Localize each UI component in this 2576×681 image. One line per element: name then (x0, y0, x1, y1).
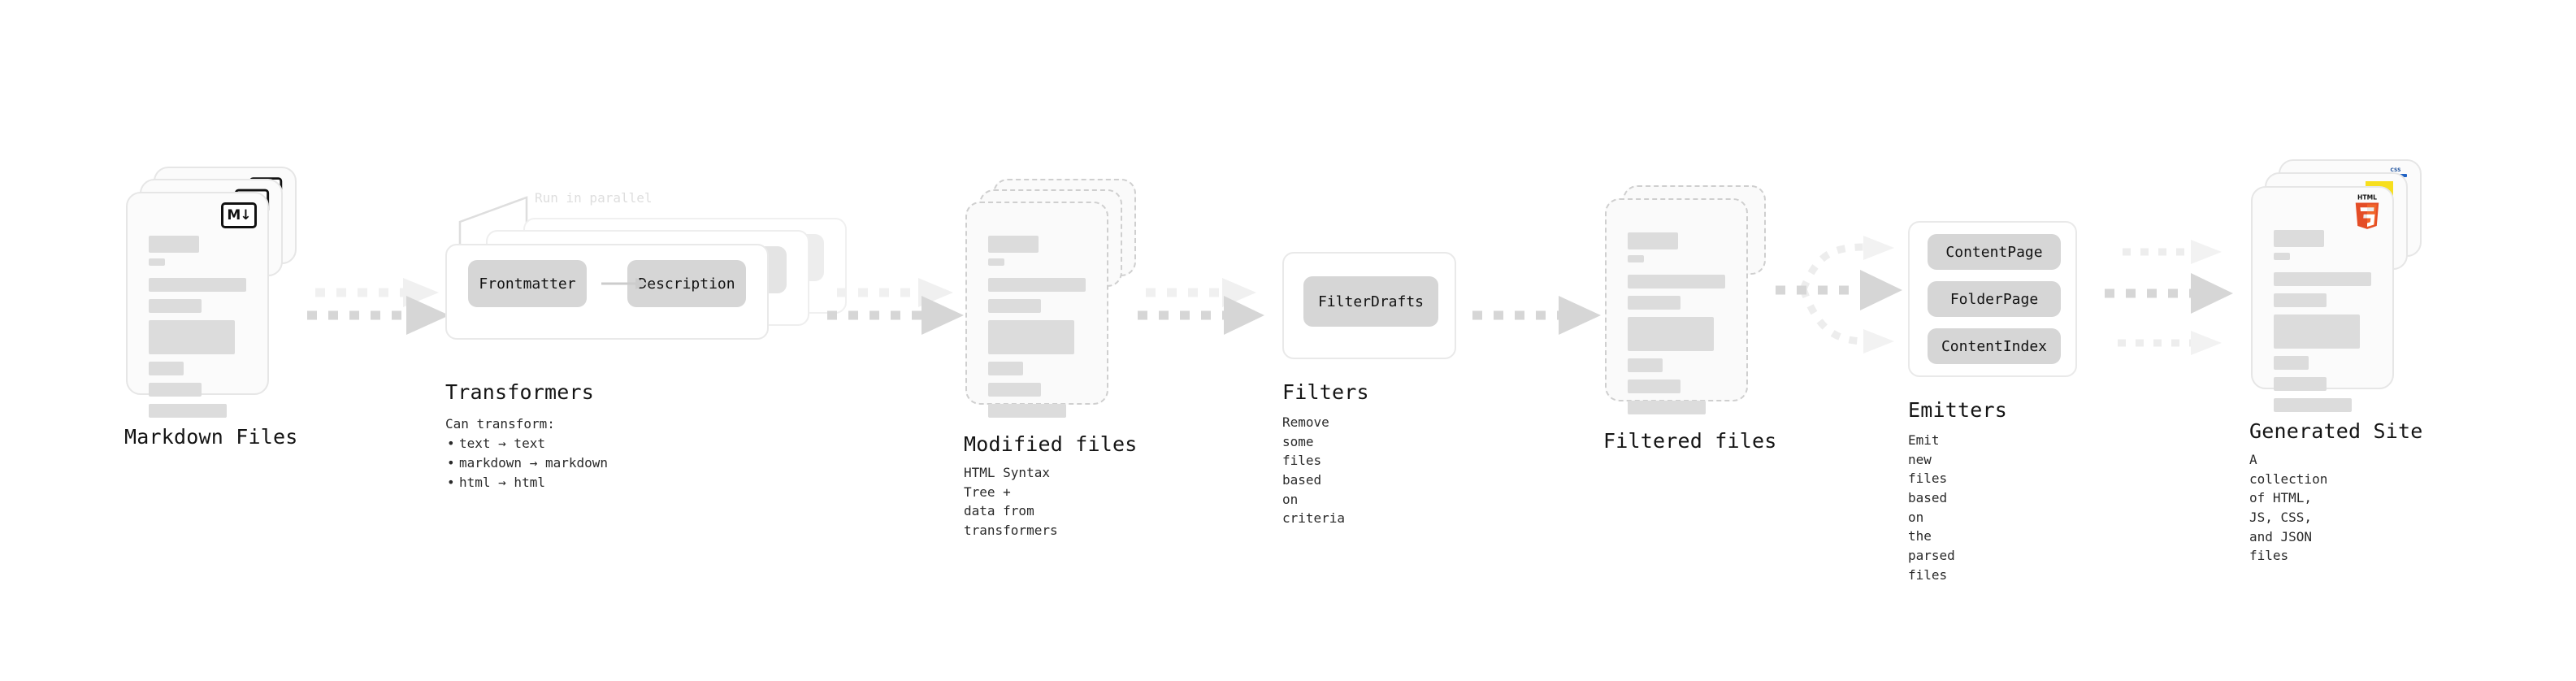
filter-node-filterdrafts[interactable]: FilterDrafts (1303, 276, 1438, 327)
svg-text:HTML: HTML (2357, 194, 2377, 202)
content-line (2274, 356, 2309, 370)
connector-md-to-transformers (307, 278, 449, 335)
stage-title-modified-files: Modified files (964, 432, 1138, 456)
content-line (2274, 253, 2291, 260)
content-line (1628, 255, 1645, 262)
transformer-panel-front: Frontmatter Description (445, 244, 769, 340)
content-line (1628, 317, 1714, 351)
css-icon-label: CSS (2390, 167, 2401, 173)
parallel-bracket (458, 196, 528, 248)
emitters-panel: ContentPage FolderPage ContentIndex (1908, 221, 2077, 377)
transformer-bullet: markdown → markdown (447, 453, 608, 473)
transformer-inner-arrow (601, 278, 648, 289)
connector-filtered-to-emitters-fanout (1776, 236, 1902, 354)
connector-filters-to-filtered (1472, 296, 1601, 335)
card-content-lines (2274, 230, 2371, 419)
transformer-node-frontmatter[interactable]: Frontmatter (468, 260, 587, 307)
content-line (988, 383, 1041, 397)
content-line (1628, 296, 1680, 310)
emitter-node-folderpage[interactable]: FolderPage (1928, 281, 2061, 317)
parallel-annotation: Run in parallel (535, 190, 653, 206)
content-line (149, 383, 202, 397)
content-line (149, 404, 227, 418)
emitter-node-contentindex[interactable]: ContentIndex (1928, 328, 2061, 364)
content-line (149, 299, 202, 313)
html5-icon: HTML (2352, 193, 2383, 230)
transformers-capability-list: Can transform: text → text markdown → ma… (445, 414, 608, 492)
markdown-badge: M↓ (221, 202, 257, 228)
transformers-bullets: text → text markdown → markdown html → h… (445, 434, 608, 492)
html5-icon-glyph: HTML (2355, 194, 2379, 229)
content-line (2274, 398, 2352, 412)
content-line (2274, 230, 2325, 247)
markdown-card-front: M↓ (126, 192, 269, 418)
content-line (2274, 314, 2360, 349)
stage-title-emitters: Emitters (1908, 398, 2008, 422)
content-line (149, 362, 184, 375)
stage-subtitle-emitters: Emit new files based on the parsed files (1908, 432, 1955, 583)
content-line (988, 362, 1024, 375)
stage-title-markdown-files: Markdown Files (124, 425, 298, 449)
content-line (149, 258, 166, 266)
content-line (1628, 358, 1663, 372)
stage-title-transformers: Transformers (445, 380, 595, 404)
filtered-card-front (1605, 198, 1748, 414)
content-line (2274, 293, 2327, 307)
content-line (988, 236, 1039, 253)
content-line (149, 278, 246, 292)
transformer-bullet: text → text (447, 434, 608, 453)
stage-title-generated-site: Generated Site (2249, 419, 2423, 443)
card-content-lines (988, 236, 1086, 425)
content-line (2274, 272, 2371, 286)
content-line (988, 278, 1086, 292)
content-line (1628, 380, 1680, 393)
content-line (149, 320, 235, 354)
content-line (1628, 401, 1706, 414)
card-content-lines (1628, 232, 1725, 422)
content-line (988, 299, 1041, 313)
generated-card-front-html: HTML (2251, 186, 2394, 412)
content-line (2274, 377, 2327, 391)
emitter-node-contentpage[interactable]: ContentPage (1928, 234, 2061, 270)
connector-modified-to-filters (1138, 278, 1264, 335)
stage-title-filters: Filters (1282, 380, 1369, 404)
content-line (149, 236, 200, 253)
content-line (988, 320, 1074, 354)
filters-panel: FilterDrafts (1282, 252, 1456, 359)
connector-emitters-to-site (2105, 240, 2233, 355)
content-line (1628, 275, 1725, 288)
transformers-lead: Can transform: (445, 416, 555, 432)
connector-transformers-to-modified (827, 278, 964, 335)
stage-title-filtered-files: Filtered files (1603, 429, 1777, 453)
card-content-lines (149, 236, 246, 425)
transformer-bullet: html → html (447, 473, 608, 492)
stage-subtitle-filters: Remove some files based on criteria (1282, 414, 1346, 527)
modified-card-front (965, 202, 1108, 418)
content-line (988, 404, 1066, 418)
content-line (1628, 232, 1679, 249)
content-line (988, 258, 1005, 266)
stage-subtitle-modified-files: HTML Syntax Tree + data from transformer… (964, 465, 1058, 539)
stage-subtitle-generated-site: A collection of HTML, JS, CSS, and JSON … (2249, 452, 2328, 564)
